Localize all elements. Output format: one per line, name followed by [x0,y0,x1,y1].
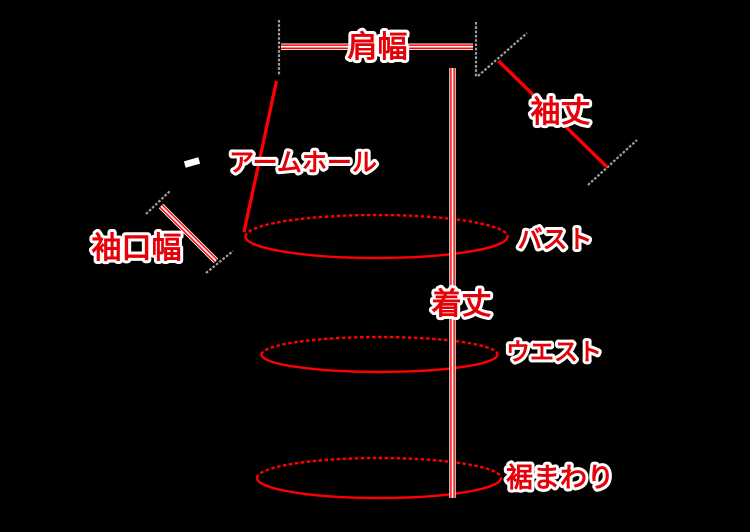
waist-ellipse [260,335,499,374]
cuff-top-guide-tick [145,190,171,215]
cuff-width-line [158,203,219,264]
shoulder-width-label: 肩幅 [348,30,408,65]
sleeve-top-guide-tick [477,32,528,77]
cuff-bottom-guide-tick [205,250,234,274]
bust-label: バスト [517,225,592,254]
cuff-width-label: 袖口幅 [92,231,182,266]
sleeve-length-label: 袖丈 [531,95,591,130]
body-length-label: 着丈 [432,287,492,322]
armhole-label: アームホール [229,148,377,177]
sleeve-length-line [497,59,609,169]
hem-label: 裾まわり [506,463,614,494]
bust-ellipse [244,213,509,260]
armhole-line [242,80,279,233]
waist-label: ウエスト [506,338,602,366]
sleeve-bottom-guide-tick [587,139,638,186]
hem-ellipse [255,456,503,500]
white-speck [183,157,201,168]
